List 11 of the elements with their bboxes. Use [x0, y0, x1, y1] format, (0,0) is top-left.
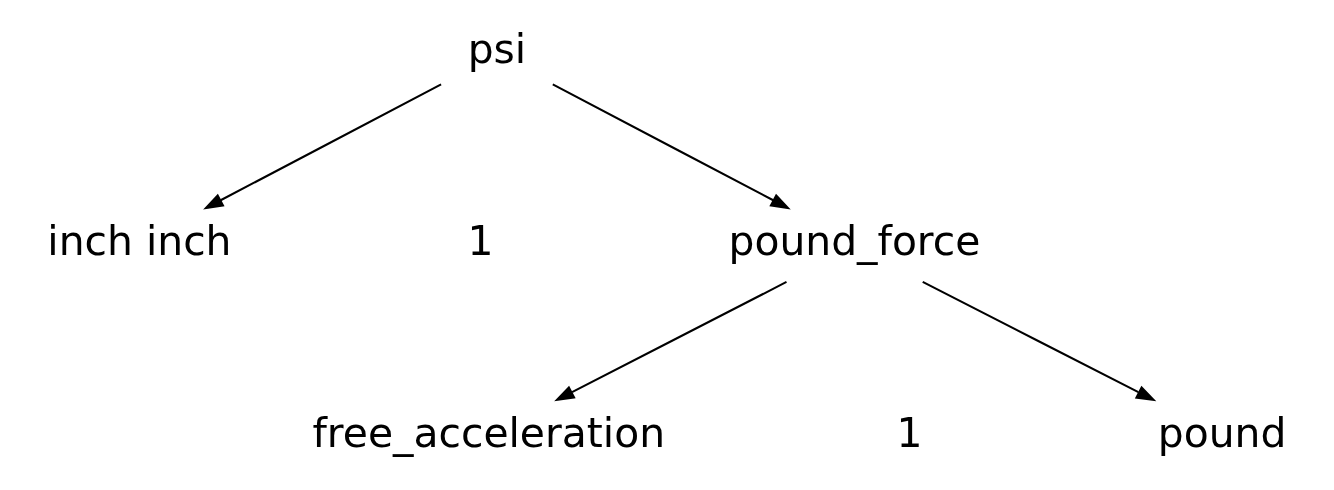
label: 1: [896, 409, 923, 458]
node-text: pound_force: [728, 217, 981, 266]
node-text: pound: [1157, 409, 1287, 458]
label: 1: [467, 217, 494, 266]
arrow: [203, 83, 442, 210]
node-text: psi: [467, 25, 527, 74]
node-text: free_acceleration: [312, 409, 666, 458]
node-text: inch inch: [47, 217, 232, 266]
arrow: [552, 83, 791, 210]
arrow: [554, 281, 787, 402]
arrow: [922, 281, 1157, 402]
